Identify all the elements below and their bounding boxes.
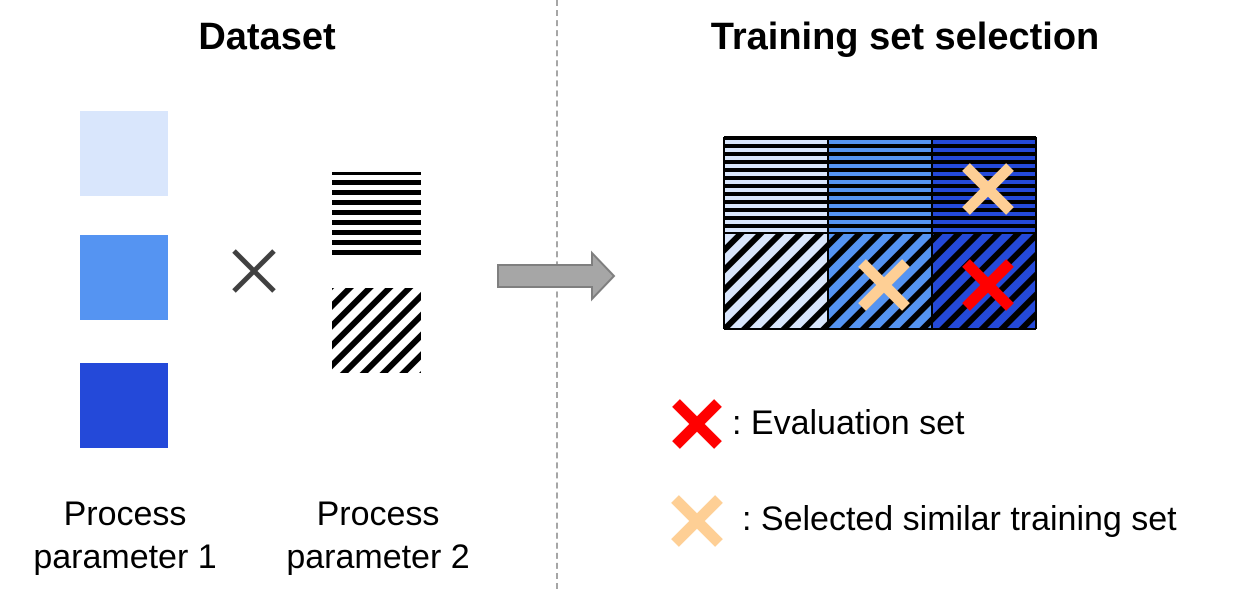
parameter-2-label: Process parameter 2 (263, 493, 493, 579)
horizontal-stripes-swatch (332, 172, 421, 256)
parameter-1-label-line2: parameter 1 (33, 538, 217, 576)
medium-swatch (80, 235, 168, 320)
right-arrow-icon (497, 250, 616, 302)
evaluation-mark-stroke (962, 259, 1014, 311)
selection-grid (723, 136, 1037, 330)
selected-mark (962, 163, 1014, 215)
grid-cell-pattern-light-diagonal (724, 233, 828, 329)
panel-divider (556, 0, 558, 589)
parameter-1-label: Process parameter 1 (10, 493, 240, 579)
dark-swatch (80, 363, 168, 448)
dataset-title: Dataset (198, 16, 336, 58)
training-selection-title: Training set selection (710, 16, 1100, 58)
parameter-1-swatches (80, 111, 168, 448)
diagonal-stripes-swatch (332, 288, 421, 373)
grid-cell-pattern-medium-horizontal (828, 137, 932, 233)
grid-cell-pattern-light-horizontal (724, 137, 828, 233)
parameter-2-label-line2: parameter 2 (286, 538, 470, 576)
evaluation-legend-icon (672, 399, 722, 449)
selected-mark (858, 259, 910, 311)
selection-grid-marks (858, 163, 1014, 311)
selected-mark-stroke (962, 163, 1014, 215)
parameter-1-label-line1: Process (63, 495, 187, 533)
evaluation-legend-label: : Evaluation set (732, 404, 965, 442)
parameter-2-swatches (332, 172, 421, 373)
parameter-2-label-line1: Process (316, 495, 440, 533)
selected-mark-stroke (858, 259, 910, 311)
light-swatch (80, 111, 168, 196)
selected-legend-label: : Selected similar training set (742, 500, 1177, 538)
multiply-icon (232, 249, 276, 293)
selected-legend-icon (671, 495, 723, 547)
evaluation-mark (962, 259, 1014, 311)
